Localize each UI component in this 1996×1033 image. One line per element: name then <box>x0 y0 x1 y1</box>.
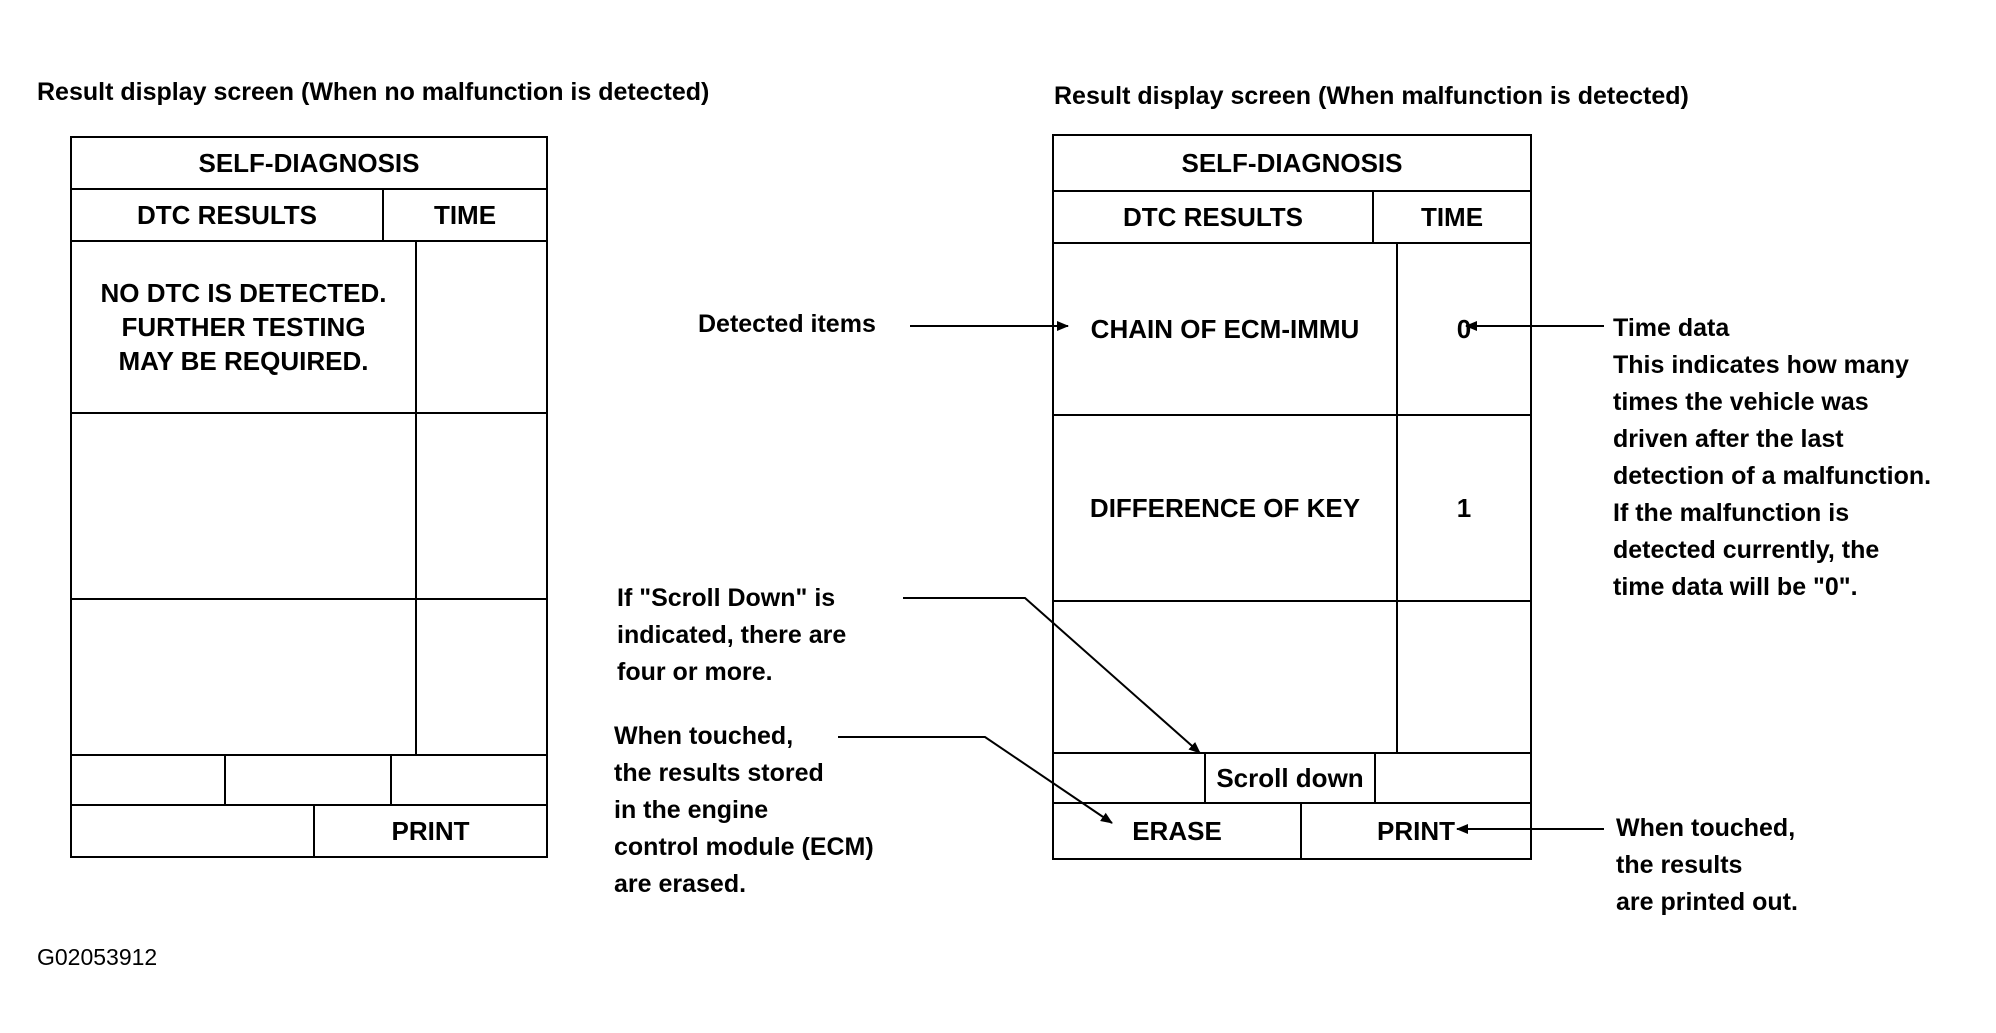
left-row-divider <box>72 804 546 806</box>
right-header: SELF-DIAGNOSIS <box>1181 148 1403 178</box>
detected-items-label: Detected items <box>698 310 876 338</box>
left-screen: SELF-DIAGNOSIS DTC RESULTS TIME NO DTC I… <box>70 136 548 858</box>
right-time-column-line <box>1396 244 1398 752</box>
left-row-divider <box>72 598 546 600</box>
left-empty-key-divider <box>390 754 392 804</box>
right-row-divider <box>1054 802 1530 804</box>
callout-line: When touched, <box>1616 814 1796 842</box>
left-button-divider <box>313 806 315 856</box>
left-divider <box>72 240 546 242</box>
right-print-button[interactable]: PRINT <box>1377 816 1455 846</box>
callout-line: the results <box>1616 851 1743 879</box>
left-row-divider <box>72 754 546 756</box>
right-col-time: TIME <box>1420 202 1484 232</box>
callout-line: Time data <box>1613 314 1730 342</box>
right-row-divider <box>1054 600 1530 602</box>
callout-line: control module (ECM) <box>614 833 874 861</box>
callout-line: in the engine <box>614 796 769 824</box>
callout-line: are printed out. <box>1616 888 1798 916</box>
callout-line: detected currently, the <box>1613 536 1880 564</box>
right-divider <box>1054 190 1530 192</box>
scroll-down-callout: If "Scroll Down" is indicated, there are… <box>617 580 846 691</box>
figure-id: G02053912 <box>37 944 158 970</box>
callout-line: are erased. <box>614 870 747 898</box>
right-time-value: 0 <box>1456 314 1472 344</box>
right-scroll-divider <box>1204 754 1206 802</box>
callout-line: time data will be "0". <box>1613 573 1858 601</box>
left-row-divider <box>72 412 546 414</box>
print-callout: When touched, the results are printed ou… <box>1616 810 1798 921</box>
callout-line: detection of a malfunction. <box>1613 462 1932 490</box>
right-divider <box>1054 242 1530 244</box>
left-caption: Result display screen (When no malfuncti… <box>37 78 710 106</box>
left-no-dtc-message: NO DTC IS DETECTED. FURTHER TESTING MAY … <box>100 278 387 376</box>
right-screen: SELF-DIAGNOSIS DTC RESULTS TIME CHAIN OF… <box>1052 134 1532 860</box>
erase-callout: When touched, the results stored in the … <box>614 718 874 903</box>
right-row-divider <box>1054 414 1530 416</box>
left-col-dtc: DTC RESULTS <box>136 200 318 230</box>
callout-line: This indicates how many <box>1613 351 1909 379</box>
left-empty-key-divider <box>224 754 226 804</box>
callout-line: If the malfunction is <box>1613 499 1850 527</box>
time-data-callout: Time data This indicates how many times … <box>1613 310 1931 606</box>
left-time-column-line <box>415 242 417 754</box>
callout-line: four or more. <box>617 658 773 686</box>
callout-line: If "Scroll Down" is <box>617 584 836 612</box>
right-time-value: 1 <box>1456 493 1472 523</box>
callout-line: When touched, <box>614 722 794 750</box>
right-scroll-divider <box>1374 754 1376 802</box>
left-col-time: TIME <box>433 200 497 230</box>
erase-button[interactable]: ERASE <box>1132 816 1222 846</box>
scroll-down-button[interactable]: Scroll down <box>1216 763 1364 793</box>
right-caption: Result display screen (When malfunction … <box>1054 82 1689 110</box>
right-row-divider <box>1054 752 1530 754</box>
left-divider <box>72 188 546 190</box>
right-detected-item: CHAIN OF ECM-IMMU <box>1090 314 1360 344</box>
right-detected-item: DIFFERENCE OF KEY <box>1089 493 1361 523</box>
callout-line: times the vehicle was <box>1613 388 1869 416</box>
left-header: SELF-DIAGNOSIS <box>198 148 420 178</box>
left-divider <box>382 190 384 242</box>
right-divider <box>1372 192 1374 244</box>
callout-line: indicated, there are <box>617 621 847 649</box>
callout-line: the results stored <box>614 759 824 787</box>
callout-line: driven after the last <box>1613 425 1844 453</box>
left-print-button[interactable]: PRINT <box>391 816 470 846</box>
right-button-divider <box>1300 804 1302 858</box>
right-col-dtc: DTC RESULTS <box>1122 202 1304 232</box>
